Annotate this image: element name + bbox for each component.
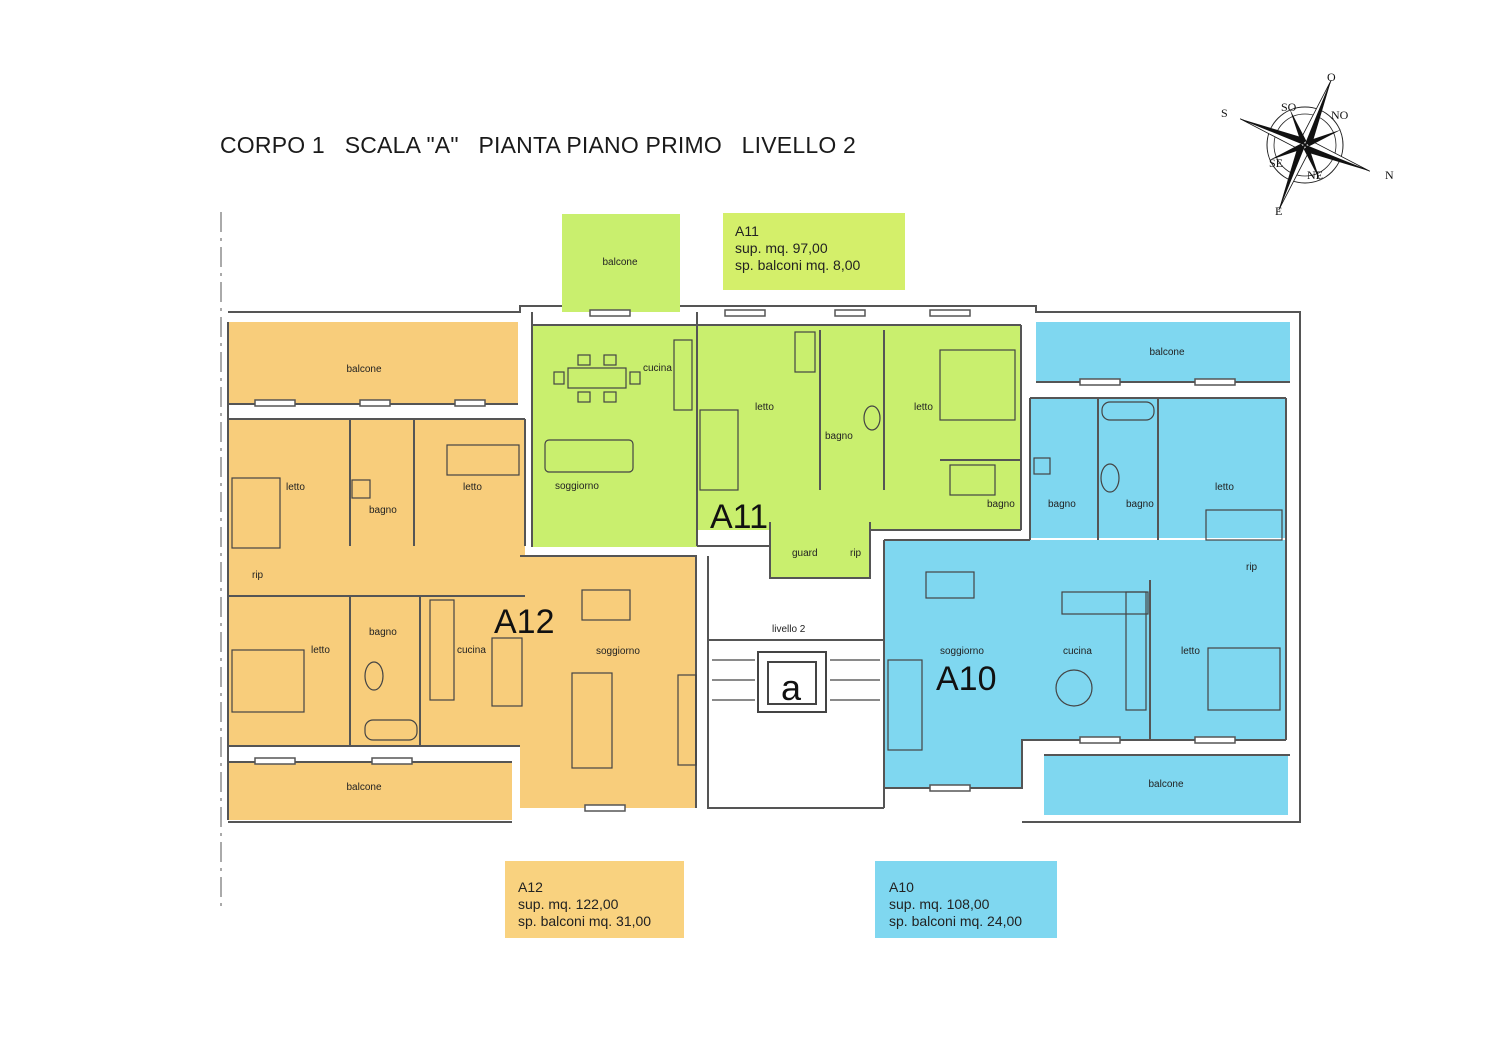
label-a10-soggiorno: soggiorno — [940, 646, 984, 657]
compass-so: SO — [1281, 100, 1297, 114]
windows — [254, 309, 1236, 812]
info-a12-sup: sup. mq. 122,00 — [518, 896, 619, 912]
label-a11-letto-1: letto — [755, 402, 774, 413]
apartment-a11 — [532, 214, 1021, 578]
label-balcone-a10-top: balcone — [1149, 347, 1184, 358]
info-a10-balconi: sp. balconi mq. 24,00 — [889, 913, 1023, 929]
info-box-a12: A12 sup. mq. 122,00 sp. balconi mq. 31,0… — [505, 861, 684, 938]
compass-n: N — [1385, 168, 1394, 182]
compass-e: E — [1275, 204, 1282, 218]
label-balcone-a10-bottom: balcone — [1148, 779, 1183, 790]
compass-se: SE — [1269, 156, 1283, 170]
label-a11-letto-2: letto — [914, 402, 933, 413]
info-a10-name: A10 — [889, 879, 914, 895]
info-a12-balconi: sp. balconi mq. 31,00 — [518, 913, 652, 929]
label-a12-bagno-1: bagno — [369, 505, 397, 516]
info-a12-name: A12 — [518, 879, 543, 895]
label-a12-letto-2: letto — [463, 482, 482, 493]
compass-o: O — [1327, 70, 1336, 84]
label-a11-soggiorno: soggiorno — [555, 481, 599, 492]
label-a10-cucina: cucina — [1063, 646, 1092, 657]
info-a11-balconi: sp. balconi mq. 8,00 — [735, 257, 861, 273]
info-a10-sup: sup. mq. 108,00 — [889, 896, 990, 912]
label-a12-cucina: cucina — [457, 645, 486, 656]
label-a11-bagno: bagno — [825, 431, 853, 442]
furniture — [231, 331, 1283, 769]
label-a10-letto-1: letto — [1215, 482, 1234, 493]
compass-s: S — [1221, 106, 1228, 120]
label-balcone-a11: balcone — [602, 257, 637, 268]
label-a12-bagno-2: bagno — [369, 627, 397, 638]
label-a12-letto-1: letto — [286, 482, 305, 493]
unit-label-a11: A11 — [710, 498, 768, 536]
label-balcone-a12-bottom: balcone — [346, 782, 381, 793]
compass-no: NO — [1331, 108, 1349, 122]
info-box-a11: A11 sup. mq. 97,00 sp. balconi mq. 8,00 — [723, 213, 905, 290]
label-a10-bagno-2: bagno — [1126, 499, 1154, 510]
unit-label-a10: A10 — [936, 660, 997, 698]
page-title: CORPO 1 SCALA "A" PIANTA PIANO PRIMO LIV… — [220, 132, 857, 158]
apartment-a12 — [228, 322, 696, 820]
label-a11-bagno-2: bagno — [987, 499, 1015, 510]
label-a11-guard: guard — [792, 548, 818, 559]
label-a10-letto-2: letto — [1181, 646, 1200, 657]
label-a10-bagno-1: bagno — [1048, 499, 1076, 510]
label-a11-cucina: cucina — [643, 363, 672, 374]
info-a11-name: A11 — [735, 223, 759, 239]
label-a12-letto-3: letto — [311, 645, 330, 656]
room-labels: balcone balcone balcone balcone balcone … — [252, 257, 1258, 793]
label-balcone-a12-top: balcone — [346, 364, 381, 375]
stair-label: a — [781, 667, 802, 708]
label-livello: livello 2 — [772, 624, 806, 635]
compass-ne: NE — [1307, 168, 1323, 182]
label-a12-rip: rip — [252, 570, 264, 581]
label-a12-soggiorno: soggiorno — [596, 646, 640, 657]
label-a11-rip: rip — [850, 548, 862, 559]
info-a11-sup: sup. mq. 97,00 — [735, 240, 828, 256]
walls — [227, 305, 1301, 823]
info-box-a10: A10 sup. mq. 108,00 sp. balconi mq. 24,0… — [875, 861, 1057, 938]
label-a10-rip: rip — [1246, 562, 1258, 573]
unit-label-a12: A12 — [494, 603, 555, 641]
compass-rose-icon: O N E S NO NE SE SO — [1221, 70, 1394, 218]
